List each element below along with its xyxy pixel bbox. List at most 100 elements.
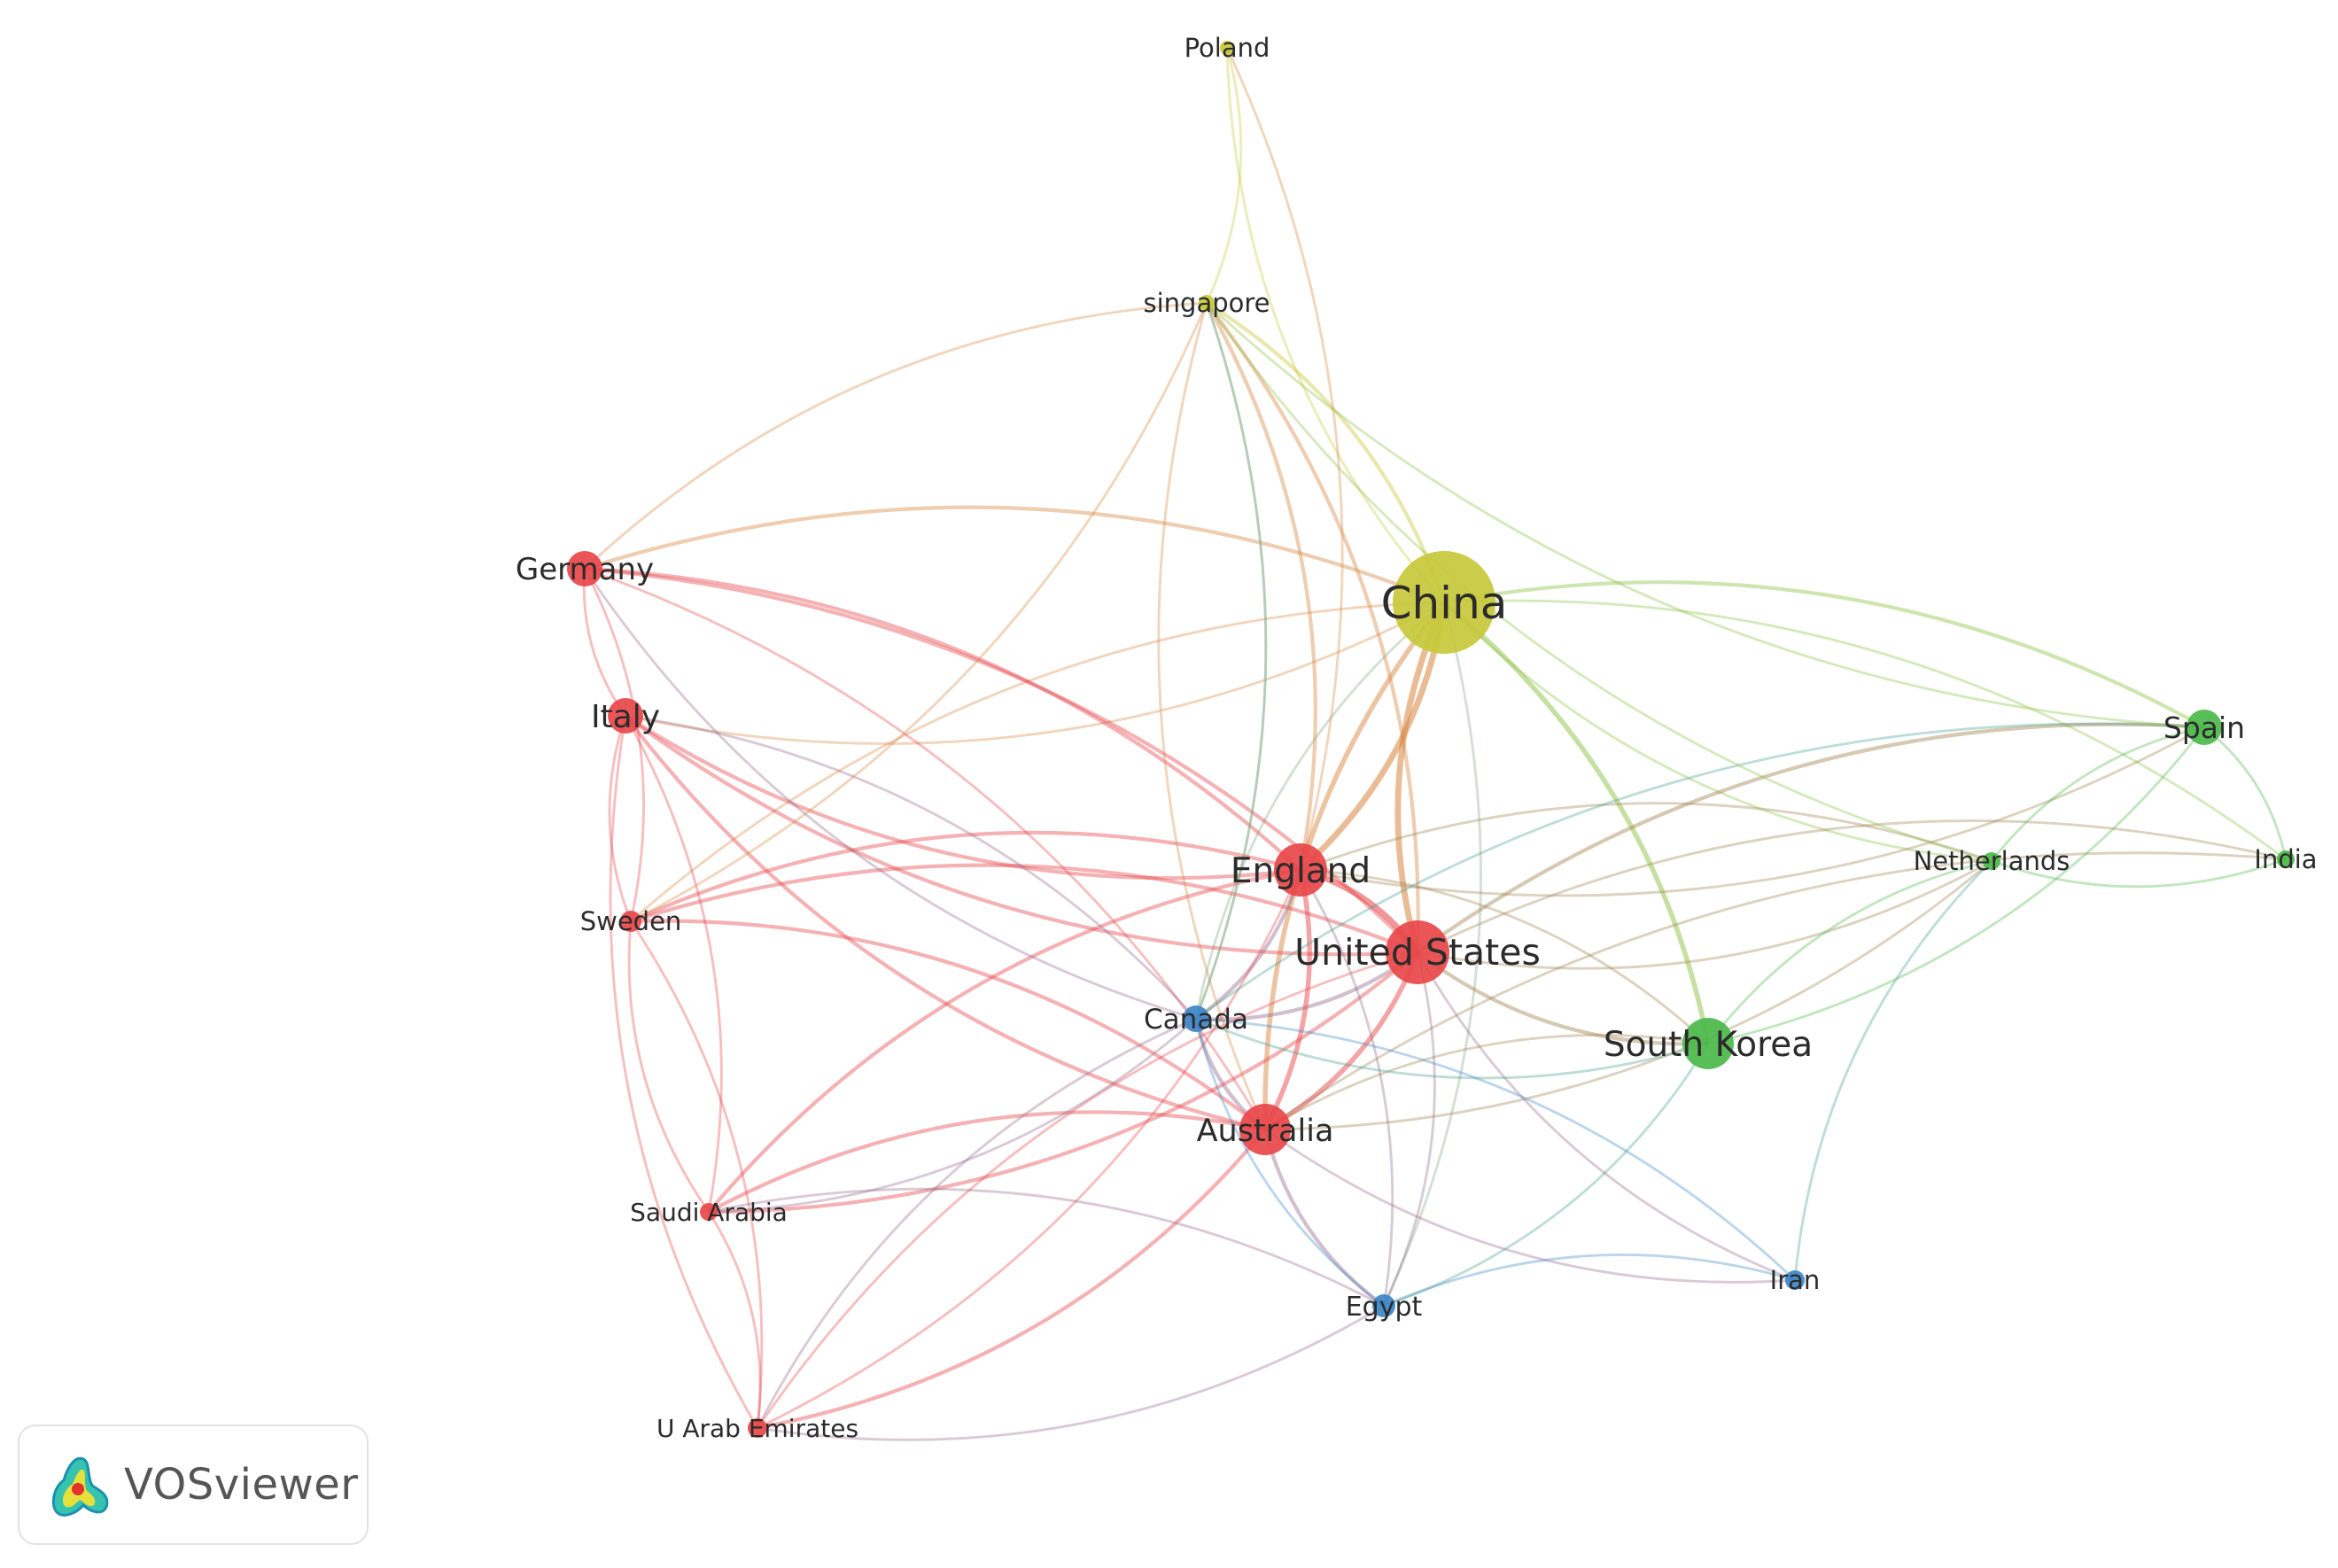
label-united-states: United States: [1294, 931, 1541, 974]
link-england-canada: [1194, 869, 1303, 1021]
link-netherlands-india: [1991, 858, 2287, 889]
link-sweden-u-arab-emirates: [629, 920, 764, 1429]
link-netherlands-singapore: [1205, 302, 1992, 863]
link-sweden-saudi-arabia: [627, 920, 711, 1213]
link-sweden-singapore: [630, 302, 1208, 923]
link-england-egypt: [1299, 869, 1394, 1307]
link-u-arab-emirates-canada: [756, 1017, 1197, 1429]
link-australia-iran: [1264, 1128, 1796, 1284]
link-china-egypt: [1382, 602, 1482, 1307]
link-singapore-spain: [1206, 301, 2205, 729]
link-china-spain: [1443, 580, 2206, 729]
network-links: [582, 47, 2288, 1441]
label-germany: Germany: [516, 552, 654, 587]
link-singapore-poland: [1205, 47, 1243, 304]
link-australia-sweden: [630, 919, 1267, 1131]
vosviewer-logo-text: VOSviewer: [124, 1460, 359, 1510]
label-south-korea: South Korea: [1604, 1025, 1813, 1065]
link-saudi-arabia-canada: [708, 1017, 1197, 1214]
link-egypt-south-korea: [1383, 1043, 1710, 1308]
link-china-poland: [1225, 47, 1446, 603]
link-england-australia: [1262, 869, 1312, 1131]
link-canada-singapore: [1194, 302, 1268, 1020]
link-australia-singapore: [1157, 302, 1267, 1130]
link-saudi-arabia-u-arab-emirates: [707, 1211, 762, 1429]
link-germany-singapore: [584, 301, 1208, 571]
link-south-korea-netherlands: [1706, 859, 1992, 1044]
link-england-sweden: [630, 830, 1301, 923]
node-germany[interactable]: [567, 551, 602, 586]
node-canada[interactable]: [1183, 1005, 1209, 1032]
link-china-south-korea: [1442, 600, 1711, 1044]
vosviewer-logo-icon: [51, 1456, 109, 1517]
link-spain-netherlands: [1990, 726, 2205, 862]
label-iran: Iran: [1770, 1265, 1821, 1295]
node-united-states[interactable]: [1386, 920, 1449, 984]
link-united-states-iran: [1416, 951, 1796, 1282]
link-italy-u-arab-emirates: [609, 715, 759, 1429]
link-egypt-iran: [1383, 1254, 1796, 1308]
link-australia-italy: [624, 714, 1266, 1132]
link-united-states-india: [1417, 819, 2287, 954]
link-united-states-netherlands: [1417, 859, 1992, 970]
label-poland: Poland: [1185, 33, 1270, 63]
link-england-u-arab-emirates: [757, 869, 1302, 1430]
link-united-states-australia: [1263, 951, 1420, 1132]
node-u-arab-emirates[interactable]: [748, 1418, 767, 1438]
node-australia[interactable]: [1239, 1104, 1291, 1155]
link-iran-netherlands: [1793, 859, 1993, 1281]
link-australia-india: [1264, 851, 2287, 1131]
node-egypt[interactable]: [1372, 1294, 1395, 1317]
link-england-poland: [1225, 47, 1344, 871]
link-united-states-italy: [624, 714, 1418, 957]
label-canada: Canada: [1144, 1004, 1248, 1036]
label-china: China: [1381, 578, 1508, 629]
node-england[interactable]: [1274, 843, 1327, 897]
link-england-italy: [624, 714, 1301, 881]
link-england-saudi-arabia: [707, 867, 1301, 1214]
node-sweden[interactable]: [620, 911, 641, 932]
node-spain[interactable]: [2187, 710, 2222, 745]
link-canada-egypt: [1194, 1018, 1385, 1308]
link-germany-canada: [583, 568, 1197, 1021]
link-italy-saudi-arabia: [624, 715, 723, 1213]
label-england: England: [1231, 851, 1371, 891]
link-england-germany: [584, 566, 1302, 872]
link-china-germany: [584, 505, 1445, 604]
link-china-netherlands: [1442, 601, 1992, 863]
link-australia-south-korea: [1264, 1034, 1709, 1131]
node-singapore[interactable]: [1199, 295, 1215, 311]
link-italy-canada: [625, 714, 1198, 1020]
node-netherlands[interactable]: [1983, 852, 2000, 870]
link-england-netherlands: [1300, 802, 1992, 872]
link-australia-saudi-arabia: [708, 1110, 1266, 1214]
node-china[interactable]: [1393, 551, 1495, 654]
link-australia-u-arab-emirates: [757, 1128, 1267, 1431]
link-united-states-spain: [1416, 722, 2205, 954]
node-south-korea[interactable]: [1682, 1018, 1734, 1069]
node-poland[interactable]: [1220, 41, 1234, 55]
label-saudi-arabia: Saudi Arabia: [630, 1198, 788, 1227]
link-canada-south-korea: [1195, 1017, 1709, 1080]
node-iran[interactable]: [1785, 1270, 1805, 1290]
link-germany-sweden: [583, 568, 645, 922]
link-australia-netherlands: [1264, 859, 1992, 1131]
link-united-states-sweden: [630, 863, 1418, 954]
link-england-spain: [1300, 726, 2205, 897]
label-india: India: [2254, 844, 2317, 874]
link-china-singapore: [1205, 301, 1446, 603]
link-china-italy: [625, 601, 1445, 745]
label-australia: Australia: [1197, 1114, 1334, 1149]
network-nodes: [567, 41, 2295, 1438]
link-united-states-egypt: [1382, 951, 1436, 1307]
link-canada-iran: [1195, 1017, 1796, 1282]
node-india[interactable]: [2277, 850, 2295, 868]
link-england-south-korea: [1300, 868, 1709, 1045]
node-italy[interactable]: [608, 698, 643, 734]
label-singapore: singapore: [1143, 288, 1270, 318]
link-united-states-south-korea: [1416, 951, 1709, 1046]
node-saudi-arabia[interactable]: [700, 1203, 718, 1221]
link-italy-sweden: [608, 715, 633, 922]
